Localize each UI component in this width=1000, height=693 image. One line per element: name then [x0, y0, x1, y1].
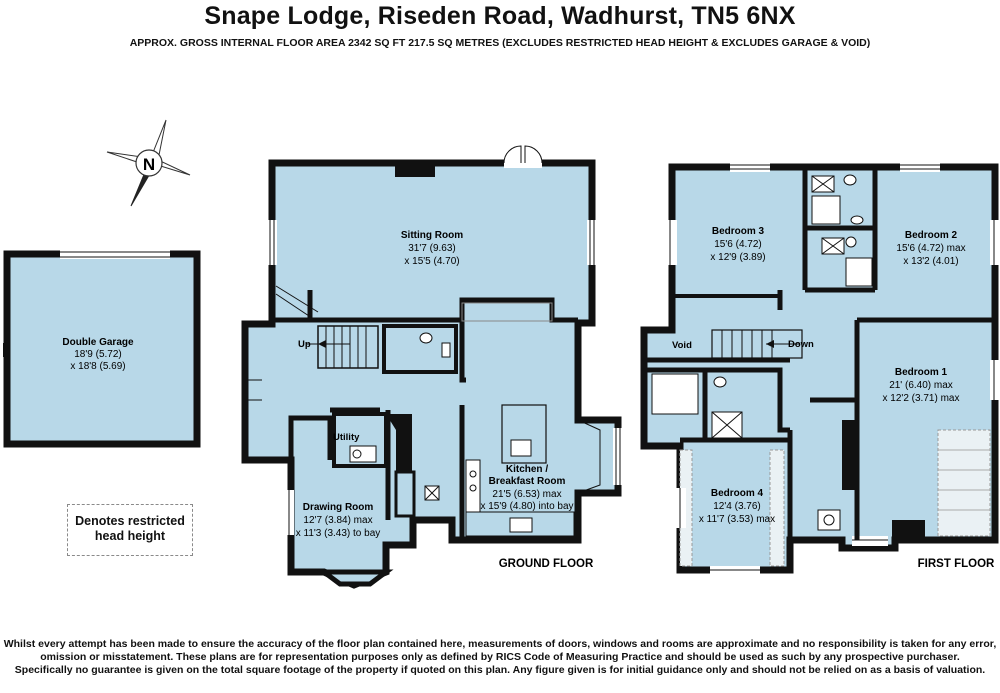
sitting-room-dim-1: 31'7 (9.63) — [408, 243, 456, 254]
disclaimer-line-2: omission or misstatement. These plans ar… — [40, 651, 960, 663]
garage-dim-1: 18'9 (5.72) — [74, 349, 122, 360]
restricted-height-legend: Denotes restricted head height — [67, 504, 193, 556]
plan-title: Snape Lodge, Riseden Road, Wadhurst, TN5… — [204, 2, 796, 30]
kitchen-dim-1: 21'5 (6.53) max — [492, 489, 561, 500]
bedroom3-dim-1: 15'6 (4.72) — [714, 239, 762, 250]
legend-line-2: head height — [94, 529, 166, 543]
bedroom2-dim-2: x 13'2 (4.01) — [903, 256, 958, 267]
kitchen-dim-2: x 15'9 (4.80) into bay — [480, 501, 573, 512]
drawing-room-name: Drawing Room — [303, 502, 374, 513]
drawing-room-dim-2: x 11'3 (3.43) to bay — [296, 528, 381, 539]
bedroom3-dim-2: x 12'9 (3.89) — [710, 252, 765, 263]
bedroom1-name: Bedroom 1 — [895, 367, 948, 378]
first-stairs-down-label: Down — [788, 339, 814, 350]
bedroom4-dim-1: 12'4 (3.76) — [713, 501, 761, 512]
garage-name: Double Garage — [62, 337, 134, 348]
ground-floor-plan: Up Utility — [241, 145, 623, 589]
void-label: Void — [672, 340, 692, 351]
drawing-room-dim-1: 12'7 (3.84) max — [303, 515, 372, 526]
first-floor-plan: Void Down Bedroom 3 15'6 (4.72) x 12'9 (… — [640, 162, 1000, 576]
sitting-room-name: Sitting Room — [401, 230, 463, 241]
first-floor-label: FIRST FLOOR — [918, 558, 995, 570]
garage-dim-2: x 18'8 (5.69) — [70, 361, 125, 372]
kitchen-name-1: Kitchen / — [506, 464, 548, 475]
disclaimer-line-1: Whilst every attempt has been made to en… — [3, 638, 997, 650]
bedroom2-name: Bedroom 2 — [905, 230, 958, 241]
bedroom3-name: Bedroom 3 — [712, 226, 765, 237]
compass-rose-icon: N — [106, 119, 191, 207]
disclaimer: Whilst every attempt has been made to en… — [0, 638, 1000, 677]
ground-floor-label: GROUND FLOOR — [499, 558, 594, 570]
kitchen-name-2: Breakfast Room — [489, 476, 566, 487]
bedroom1-dim-1: 21' (6.40) max — [889, 380, 953, 391]
legend-line-1: Denotes restricted — [75, 514, 185, 528]
bedroom1-dim-2: x 12'2 (3.71) max — [883, 393, 960, 404]
utility-room-name: Utility — [333, 432, 360, 443]
disclaimer-line-3: Specifically no guarantee is given on th… — [14, 664, 986, 676]
sitting-room-dim-2: x 15'5 (4.70) — [404, 256, 459, 267]
ground-stairs-up-label: Up — [298, 339, 311, 350]
bedroom2-dim-1: 15'6 (4.72) max — [896, 243, 965, 254]
bedroom4-dim-2: x 11'7 (3.53) max — [699, 514, 775, 525]
bedroom4-name: Bedroom 4 — [711, 488, 764, 499]
floor-area-subtitle: APPROX. GROSS INTERNAL FLOOR AREA 2342 S… — [129, 37, 871, 49]
double-garage: Double Garage 18'9 (5.72) x 18'8 (5.69) — [3, 249, 201, 448]
compass-north-letter: N — [143, 155, 155, 174]
